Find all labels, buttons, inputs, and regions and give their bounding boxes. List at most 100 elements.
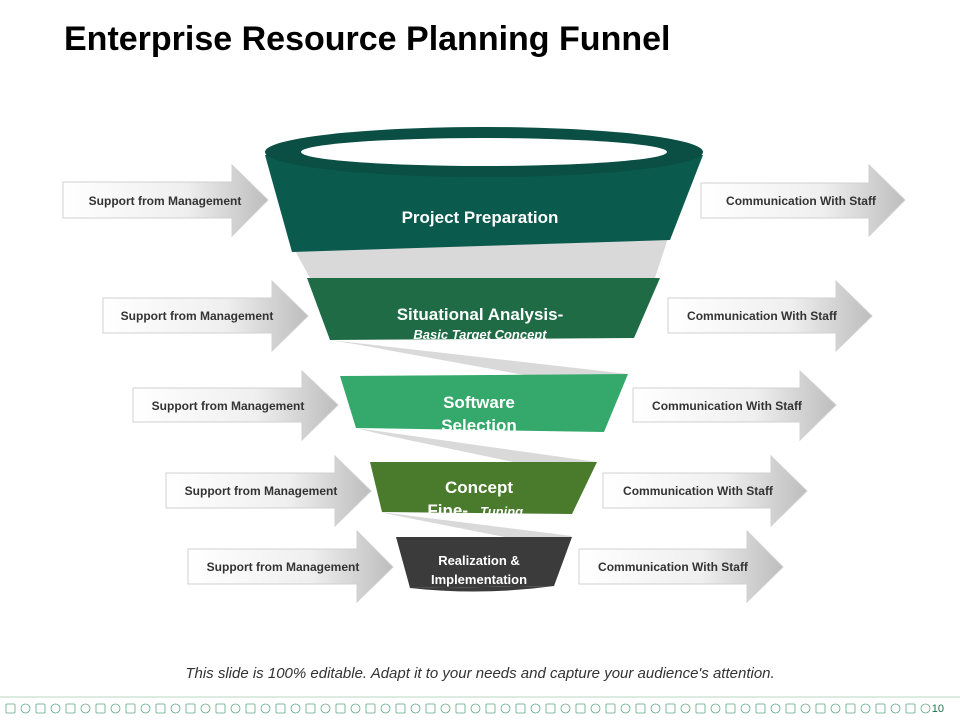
right-arrow-5-label: Communication With Staff bbox=[598, 560, 749, 574]
footer-decor-icon bbox=[80, 703, 91, 714]
footer-decor-icon bbox=[725, 703, 736, 714]
right-arrow-1: Communication With Staff bbox=[700, 163, 906, 238]
stage-1-label: Project Preparation bbox=[402, 208, 559, 227]
right-arrow-5: Communication With Staff bbox=[578, 529, 784, 604]
slide-title: Enterprise Resource Planning Funnel bbox=[64, 20, 671, 58]
footer-decor-icon bbox=[50, 703, 61, 714]
footer-note: This slide is 100% editable. Adapt it to… bbox=[185, 665, 775, 682]
footer-decor-icon bbox=[305, 703, 316, 714]
footer-decor-icon bbox=[140, 703, 151, 714]
funnel-stage-3 bbox=[340, 374, 628, 432]
left-arrow-2: Support from Management bbox=[102, 279, 309, 353]
footer-icon-strip bbox=[5, 703, 931, 714]
footer-decor-icon bbox=[95, 703, 106, 714]
stage-4-label: Concept bbox=[445, 478, 513, 497]
footer-decor-icon bbox=[170, 703, 181, 714]
footer-decor-icon bbox=[455, 703, 466, 714]
footer-decor-icon bbox=[425, 703, 436, 714]
footer-decor-icon bbox=[845, 703, 856, 714]
footer-decor-icon bbox=[680, 703, 691, 714]
footer-decor-icon bbox=[590, 703, 601, 714]
left-arrow-4-label: Support from Management bbox=[185, 484, 338, 498]
footer-decor-icon bbox=[395, 703, 406, 714]
left-arrow-4: Support from Management bbox=[165, 454, 372, 528]
page-number: 10 bbox=[931, 703, 944, 715]
footer-decor-icon bbox=[335, 703, 346, 714]
footer-decor-icon bbox=[230, 703, 241, 714]
footer-decor-icon bbox=[770, 703, 781, 714]
footer-decor-icon bbox=[635, 703, 646, 714]
footer-decor-icon bbox=[560, 703, 571, 714]
funnel-stage-5 bbox=[396, 537, 572, 588]
footer-decor-icon bbox=[5, 703, 16, 714]
footer-decor-icon bbox=[200, 703, 211, 714]
right-arrow-2-label: Communication With Staff bbox=[687, 309, 838, 323]
footer-decor-icon bbox=[380, 703, 391, 714]
footer-decor-icon bbox=[245, 703, 256, 714]
footer-decor-icon bbox=[350, 703, 361, 714]
footer-decor-icon bbox=[545, 703, 556, 714]
footer-decor-icon bbox=[695, 703, 706, 714]
footer-decor-icon bbox=[740, 703, 751, 714]
footer-decor-icon bbox=[515, 703, 526, 714]
footer-decor-icon bbox=[275, 703, 286, 714]
footer-decor-icon bbox=[20, 703, 31, 714]
right-arrow-3: Communication With Staff bbox=[632, 369, 837, 442]
right-arrow-4: Communication With Staff bbox=[602, 454, 808, 528]
footer-decor-icon bbox=[65, 703, 76, 714]
stage-4-sublabel: Fine- bbox=[427, 501, 468, 520]
footer-decor-icon bbox=[710, 703, 721, 714]
left-arrow-2-label: Support from Management bbox=[121, 309, 274, 323]
left-arrow-1-label: Support from Management bbox=[89, 194, 242, 208]
right-arrow-1-label: Communication With Staff bbox=[726, 194, 877, 208]
right-arrow-2: Communication With Staff bbox=[667, 279, 873, 353]
footer-decor-icon bbox=[905, 703, 916, 714]
funnel-stage-5-base bbox=[410, 586, 554, 592]
footer-decor-icon bbox=[575, 703, 586, 714]
stage-2-sublabel: Basic Target Concept bbox=[413, 327, 547, 342]
footer-decor-icon bbox=[215, 703, 226, 714]
left-arrow-1: Support from Management bbox=[62, 163, 269, 238]
footer-decor-icon bbox=[665, 703, 676, 714]
left-arrow-3-label: Support from Management bbox=[152, 399, 305, 413]
stage-5-label: Realization & bbox=[438, 553, 520, 568]
stage-4-sublabel-suffix: Tuning bbox=[480, 504, 523, 519]
right-arrow-3-label: Communication With Staff bbox=[652, 399, 803, 413]
footer-decor-icon bbox=[800, 703, 811, 714]
footer-decor-icon bbox=[650, 703, 661, 714]
footer-decor-icon bbox=[815, 703, 826, 714]
footer-decor-icon bbox=[875, 703, 886, 714]
footer-decor-icon bbox=[155, 703, 166, 714]
stage-5-sublabel: Implementation bbox=[431, 572, 527, 587]
footer-decor-icon bbox=[920, 703, 931, 714]
footer-decor-icon bbox=[470, 703, 481, 714]
footer-decor-icon bbox=[410, 703, 421, 714]
footer-decor-icon bbox=[365, 703, 376, 714]
footer-decor-icon bbox=[890, 703, 901, 714]
left-arrow-5: Support from Management bbox=[187, 529, 394, 604]
footer-decor-icon bbox=[260, 703, 271, 714]
footer-decor-icon bbox=[485, 703, 496, 714]
footer-decor-icon bbox=[860, 703, 871, 714]
footer-decor-icon bbox=[320, 703, 331, 714]
left-arrow-3: Support from Management bbox=[132, 369, 339, 442]
stage-3-label: Software bbox=[443, 393, 515, 412]
stage-3-sublabel: Selection bbox=[441, 416, 517, 435]
funnel-opening bbox=[301, 138, 667, 166]
footer-decor-icon bbox=[440, 703, 451, 714]
footer-decor-icon bbox=[110, 703, 121, 714]
footer-decor-icon bbox=[785, 703, 796, 714]
funnel-stage-2 bbox=[307, 278, 660, 340]
footer-decor-icon bbox=[605, 703, 616, 714]
footer-decor-icon bbox=[755, 703, 766, 714]
footer-decor-icon bbox=[125, 703, 136, 714]
footer-decor-icon bbox=[185, 703, 196, 714]
footer-decor-icon bbox=[620, 703, 631, 714]
footer-decor-icon bbox=[530, 703, 541, 714]
funnel-stage-1 bbox=[265, 155, 703, 252]
right-arrow-4-label: Communication With Staff bbox=[623, 484, 774, 498]
footer-decor-icon bbox=[830, 703, 841, 714]
funnel-stage-4 bbox=[370, 462, 597, 514]
stage-2-label: Situational Analysis- bbox=[397, 305, 564, 324]
left-arrow-5-label: Support from Management bbox=[207, 560, 360, 574]
